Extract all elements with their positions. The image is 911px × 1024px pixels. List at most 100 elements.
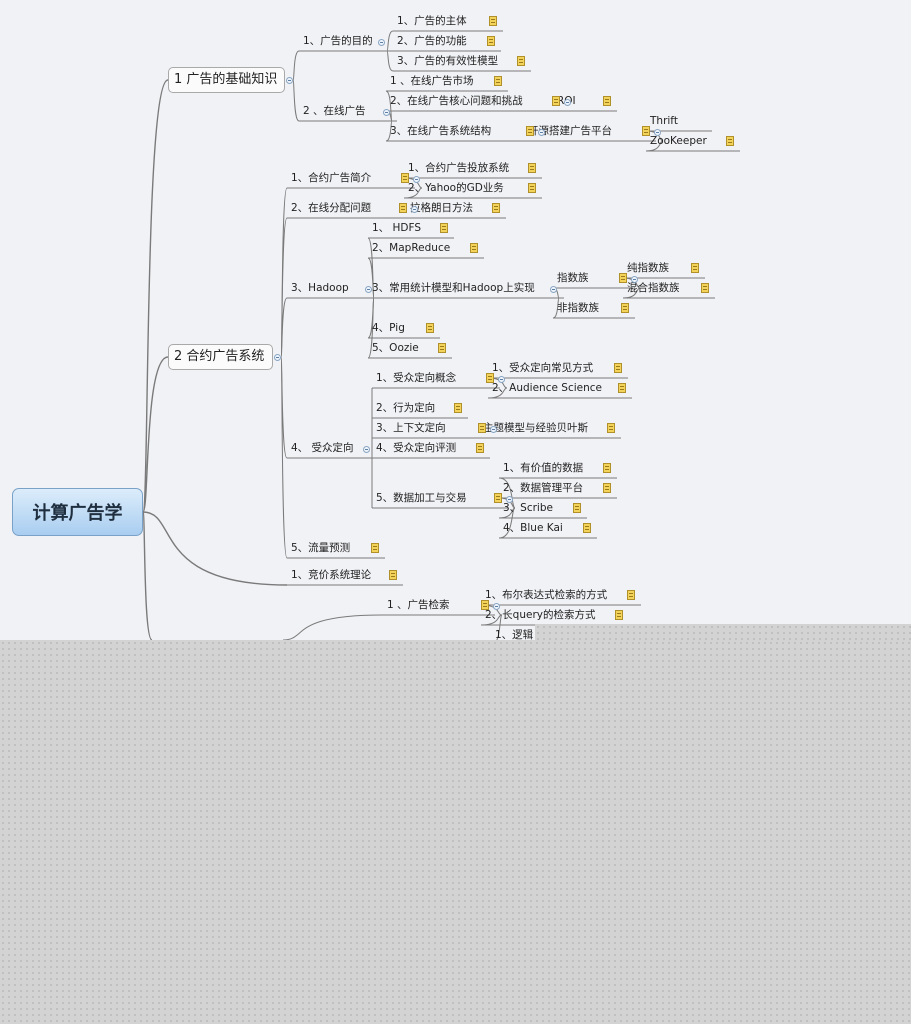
collapse-icon[interactable] [411, 206, 418, 213]
note-icon[interactable] [489, 16, 497, 26]
note-icon[interactable] [603, 483, 611, 493]
note-icon[interactable] [401, 173, 409, 183]
note-icon[interactable] [583, 523, 591, 533]
note-icon[interactable] [478, 423, 486, 433]
note-icon[interactable] [454, 403, 462, 413]
node-12[interactable]: ZooKeeper [650, 135, 707, 147]
node-1[interactable]: 1、广告的目的 [303, 35, 373, 47]
node-4[interactable]: 3、广告的有效性模型 [397, 55, 499, 67]
note-icon[interactable] [494, 493, 502, 503]
root-topic[interactable]: 计算广告学 [12, 488, 143, 536]
note-icon[interactable] [371, 543, 379, 553]
collapse-icon[interactable] [631, 276, 638, 283]
node-6[interactable]: 1 、在线广告市场 [390, 75, 474, 87]
note-icon[interactable] [389, 570, 397, 580]
note-icon[interactable] [481, 600, 489, 610]
note-icon[interactable] [614, 363, 622, 373]
note-icon[interactable] [619, 273, 627, 283]
collapse-icon[interactable] [506, 496, 513, 503]
note-icon[interactable] [607, 423, 615, 433]
node-43[interactable]: 1 、广告检索 [387, 599, 450, 611]
node-46[interactable]: 1、逻辑 [495, 629, 534, 641]
main-topic-1[interactable]: 1 广告的基础知识 [168, 67, 285, 93]
node-26[interactable]: 4、Pig [372, 322, 405, 334]
collapse-icon[interactable] [363, 446, 370, 453]
collapse-icon[interactable] [274, 354, 281, 361]
node-22[interactable]: 指数族 [557, 272, 589, 284]
node-36[interactable]: 5、数据加工与交易 [376, 492, 467, 504]
node-21[interactable]: 3、常用统计模型和Hadoop上实现 [372, 282, 535, 294]
note-icon[interactable] [526, 126, 534, 136]
node-16[interactable]: 2、在线分配问题 [291, 202, 372, 214]
note-icon[interactable] [494, 76, 502, 86]
collapse-icon[interactable] [550, 286, 557, 293]
node-40[interactable]: 4、Blue Kai [503, 522, 563, 534]
note-icon[interactable] [528, 183, 536, 193]
node-24[interactable]: 混合指数族 [627, 282, 680, 294]
node-5[interactable]: 2 、在线广告 [303, 105, 366, 117]
node-19[interactable]: 1、 HDFS [372, 222, 422, 234]
node-41[interactable]: 5、流量预测 [291, 542, 351, 554]
note-icon[interactable] [438, 343, 446, 353]
note-icon[interactable] [618, 383, 626, 393]
node-33[interactable]: 3、上下文定向 [376, 422, 446, 434]
node-11[interactable]: Thrift [650, 115, 678, 127]
node-7[interactable]: 2、在线广告核心问题和挑战 [390, 95, 523, 107]
collapse-icon[interactable] [654, 129, 661, 136]
collapse-icon[interactable] [383, 109, 390, 116]
collapse-icon[interactable] [498, 376, 505, 383]
node-20[interactable]: 2、MapReduce [372, 242, 451, 254]
collapse-icon[interactable] [490, 426, 497, 433]
node-17[interactable]: 拉格朗日方法 [410, 202, 473, 214]
node-42[interactable]: 1、竞价系统理论 [291, 569, 372, 581]
note-icon[interactable] [603, 96, 611, 106]
node-37[interactable]: 1、有价值的数据 [503, 462, 584, 474]
note-icon[interactable] [627, 590, 635, 600]
node-45[interactable]: 2、长query的检索方式 [485, 609, 596, 621]
node-35[interactable]: 4、受众定向评测 [376, 442, 457, 454]
collapse-icon[interactable] [493, 603, 500, 610]
note-icon[interactable] [426, 323, 434, 333]
node-23[interactable]: 纯指数族 [627, 262, 669, 274]
note-icon[interactable] [621, 303, 629, 313]
node-30[interactable]: 1、受众定向常见方式 [492, 362, 594, 374]
node-32[interactable]: 2、行为定向 [376, 402, 436, 414]
node-3[interactable]: 2、广告的功能 [397, 35, 467, 47]
note-icon[interactable] [726, 136, 734, 146]
main-topic-2[interactable]: 2 合约广告系统 [168, 344, 273, 370]
node-15[interactable]: 2、Yahoo的GD业务 [408, 182, 504, 194]
collapse-icon[interactable] [286, 77, 293, 84]
note-icon[interactable] [573, 503, 581, 513]
note-icon[interactable] [517, 56, 525, 66]
collapse-icon[interactable] [413, 176, 420, 183]
note-icon[interactable] [528, 163, 536, 173]
collapse-icon[interactable] [564, 99, 571, 106]
node-31[interactable]: 2、Audience Science [492, 382, 602, 394]
node-27[interactable]: 5、Oozie [372, 342, 419, 354]
note-icon[interactable] [470, 243, 478, 253]
node-28[interactable]: 4、 受众定向 [291, 442, 354, 454]
node-10[interactable]: 开源搭建广告平台 [528, 125, 612, 137]
collapse-icon[interactable] [538, 129, 545, 136]
node-14[interactable]: 1、合约广告投放系统 [408, 162, 510, 174]
note-icon[interactable] [486, 373, 494, 383]
note-icon[interactable] [603, 463, 611, 473]
node-25[interactable]: 非指数族 [557, 302, 599, 314]
note-icon[interactable] [691, 263, 699, 273]
node-44[interactable]: 1、布尔表达式检索的方式 [485, 589, 608, 601]
node-2[interactable]: 1、广告的主体 [397, 15, 467, 27]
node-29[interactable]: 1、受众定向概念 [376, 372, 457, 384]
note-icon[interactable] [492, 203, 500, 213]
note-icon[interactable] [552, 96, 560, 106]
node-18[interactable]: 3、Hadoop [291, 282, 349, 294]
note-icon[interactable] [642, 126, 650, 136]
collapse-icon[interactable] [378, 39, 385, 46]
note-icon[interactable] [487, 36, 495, 46]
node-9[interactable]: 3、在线广告系统结构 [390, 125, 492, 137]
node-38[interactable]: 2、数据管理平台 [503, 482, 584, 494]
note-icon[interactable] [615, 610, 623, 620]
note-icon[interactable] [701, 283, 709, 293]
collapse-icon[interactable] [365, 286, 372, 293]
note-icon[interactable] [476, 443, 484, 453]
